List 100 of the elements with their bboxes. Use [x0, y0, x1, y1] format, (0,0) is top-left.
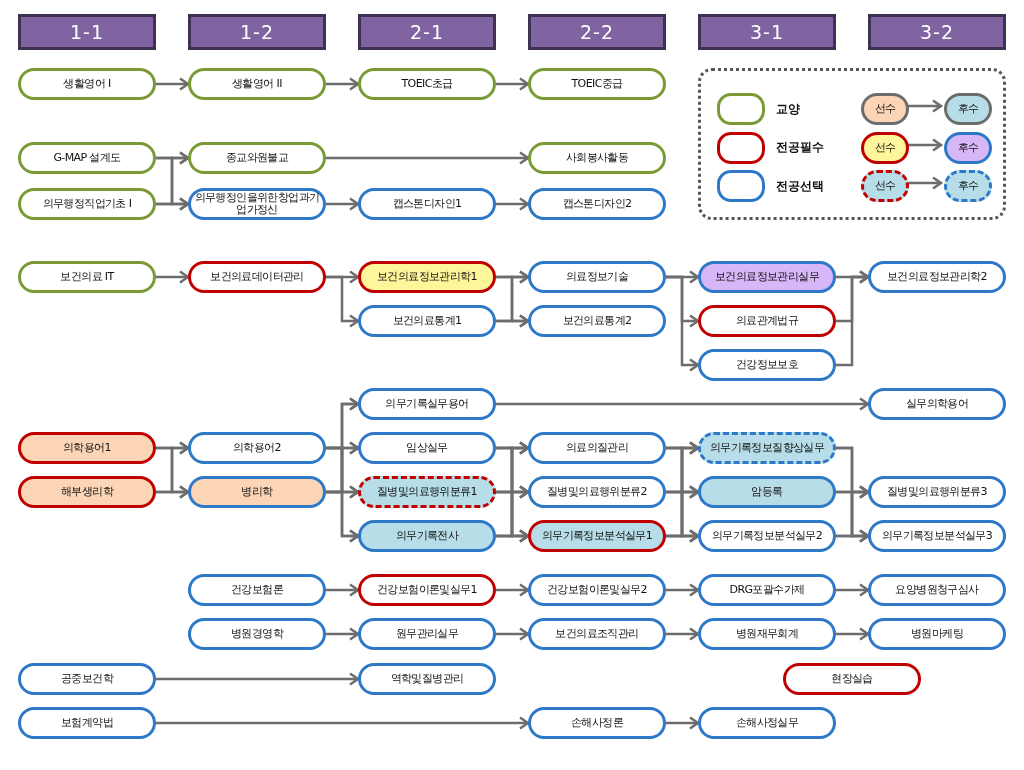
legend-panel	[698, 68, 1006, 220]
course-box: 손해사정론	[528, 707, 666, 739]
arrow	[326, 275, 360, 328]
arrow	[666, 529, 700, 543]
course-box: 건강보험이론및실무1	[358, 574, 496, 606]
course-box: 공중보건학	[18, 663, 156, 695]
arrow	[156, 197, 190, 211]
arrow	[156, 270, 190, 284]
course-box: 의무기록전사	[358, 520, 496, 552]
arrow	[496, 627, 530, 641]
arrow	[326, 583, 360, 597]
arrow	[836, 529, 870, 543]
course-box: 의무기록정보분석실무3	[868, 520, 1006, 552]
course-box: 생활영어 II	[188, 68, 326, 100]
arrow	[326, 627, 360, 641]
arrow	[666, 275, 700, 372]
course-box: 선수	[861, 132, 909, 164]
course-box: DRG포괄수가제	[698, 574, 836, 606]
course-box: 캡스톤디자인2	[528, 188, 666, 220]
course-box: 의학용어1	[18, 432, 156, 464]
course-box: G-MAP 설계도	[18, 142, 156, 174]
course-box: 캡스톤디자인1	[358, 188, 496, 220]
arrow	[496, 397, 870, 411]
course-box: 해부생리학	[18, 476, 156, 508]
course-box: 의무기록정보질향상실무	[698, 432, 836, 464]
course-box: 실무의학용어	[868, 388, 1006, 420]
course-box: 암등록	[698, 476, 836, 508]
course-box: 의무기록실무용어	[358, 388, 496, 420]
arrow	[156, 672, 360, 686]
legend-label: 전공선택	[776, 177, 824, 195]
course-box: 보험계약법	[18, 707, 156, 739]
course-box: 후수	[944, 132, 992, 164]
course-box: 의료관계법규	[698, 305, 836, 337]
course-box: 보건의료정보관리학2	[868, 261, 1006, 293]
course-box: 건강보험이론및실무2	[528, 574, 666, 606]
course-box: 병원경영학	[188, 618, 326, 650]
course-box: 질병및의료행위분류2	[528, 476, 666, 508]
course-box: 요양병원청구심사	[868, 574, 1006, 606]
arrow	[156, 485, 190, 499]
arrow	[326, 197, 360, 211]
course-box: 병리학	[188, 476, 326, 508]
course-box: 의학용어2	[188, 432, 326, 464]
course-box: 후수	[944, 93, 992, 125]
course-box: 원무관리실무	[358, 618, 496, 650]
course-box: 질병및의료행위분류3	[868, 476, 1006, 508]
arrow	[666, 583, 700, 597]
semester-header: 3-2	[868, 14, 1006, 50]
semester-header: 2-1	[358, 14, 496, 50]
arrow	[666, 716, 700, 730]
course-box: 의무기록정보분석실무2	[698, 520, 836, 552]
course-box: TOEIC중급	[528, 68, 666, 100]
legend-label: 전공필수	[776, 139, 824, 156]
arrow	[156, 77, 190, 91]
course-box: 종교와원불교	[188, 142, 326, 174]
course-box: 생활영어 I	[18, 68, 156, 100]
course-box: 병원마케팅	[868, 618, 1006, 650]
arrow	[496, 197, 530, 211]
arrow	[666, 627, 700, 641]
course-box: 역학및질병관리	[358, 663, 496, 695]
course-box: 건강정보보호	[698, 349, 836, 381]
arrow	[326, 490, 360, 543]
course-box: 의료의질관리	[528, 432, 666, 464]
course-box: 보건의료정보관리학1	[358, 261, 496, 293]
arrow	[326, 151, 530, 165]
arrow	[496, 314, 530, 328]
arrow	[496, 77, 530, 91]
semester-header: 1-2	[188, 14, 326, 50]
arrow	[836, 270, 870, 367]
course-box: 의무기록정보분석실무1	[528, 520, 666, 552]
course-box: 의료정보기술	[528, 261, 666, 293]
course-box: 선수	[861, 93, 909, 125]
course-box: 보건의료데이터관리	[188, 261, 326, 293]
course-box: 현장실습	[783, 663, 921, 695]
course-box: 손해사정실무	[698, 707, 836, 739]
course-box: 의무행정인을위한창업과기업가정신	[188, 188, 326, 220]
course-box: 후수	[944, 170, 992, 202]
semester-header: 1-1	[18, 14, 156, 50]
course-box: 보건의료통계2	[528, 305, 666, 337]
course-box: 질병및의료행위분류1	[358, 476, 496, 508]
arrow	[496, 583, 530, 597]
course-box: 보건의료정보관리실무	[698, 261, 836, 293]
arrow	[156, 716, 530, 730]
semester-header: 3-1	[698, 14, 836, 50]
arrow	[836, 583, 870, 597]
arrow	[496, 529, 530, 543]
course-box: 병원재무회계	[698, 618, 836, 650]
arrow	[326, 77, 360, 91]
course-box: 사회봉사활동	[528, 142, 666, 174]
legend-label: 교양	[776, 100, 800, 118]
course-box: 보건의료 IT	[18, 261, 156, 293]
course-box: 선수	[861, 170, 909, 202]
course-box: 임상실무	[358, 432, 496, 464]
course-box: TOEIC초급	[358, 68, 496, 100]
course-box: 보건의료통계1	[358, 305, 496, 337]
arrow	[836, 627, 870, 641]
course-box: 보건의료조직관리	[528, 618, 666, 650]
arrow	[906, 99, 943, 113]
course-box: 건강보험론	[188, 574, 326, 606]
course-box: 의무행정직업기초 I	[18, 188, 156, 220]
arrow	[906, 176, 943, 190]
